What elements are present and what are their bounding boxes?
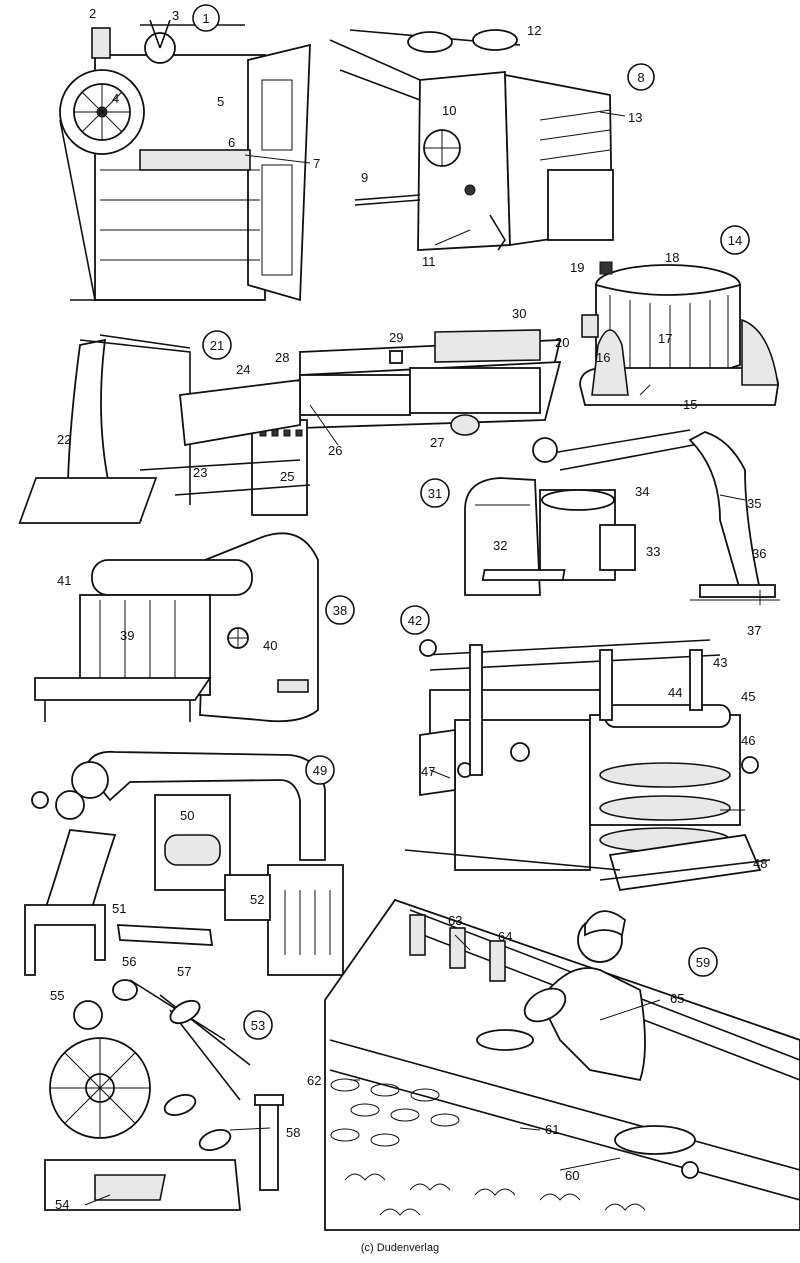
part-label-3: 3	[172, 8, 179, 23]
machine-number-1: 1	[192, 4, 220, 32]
machine-number-14: 14	[720, 225, 750, 255]
machine-number-38-text: 38	[333, 603, 347, 618]
part-label-25: 25	[280, 469, 294, 484]
part-label-58: 58	[286, 1125, 300, 1140]
part-label-2: 2	[89, 6, 96, 21]
machine-14-drawing	[579, 261, 779, 406]
part-label-51: 51	[112, 901, 126, 916]
part-label-64: 64	[498, 929, 512, 944]
part-label-36: 36	[752, 546, 766, 561]
part-label-4: 4	[112, 91, 119, 106]
machine-38-drawing	[34, 532, 319, 723]
machine-21-drawing	[18, 329, 562, 524]
part-label-12: 12	[527, 23, 541, 38]
part-label-61: 61	[545, 1122, 559, 1137]
machine-number-42: 42	[400, 605, 430, 635]
machine-number-21: 21	[202, 330, 232, 360]
part-label-26: 26	[328, 443, 342, 458]
part-label-9: 9	[361, 170, 368, 185]
part-label-48: 48	[753, 856, 767, 871]
part-label-65: 65	[670, 991, 684, 1006]
part-label-30: 30	[512, 306, 526, 321]
machine-42-drawing	[404, 639, 771, 892]
machine-8-drawing	[329, 29, 614, 251]
machine-number-53: 53	[243, 1010, 273, 1040]
machine-number-53-text: 53	[251, 1018, 265, 1033]
machine-number-31-text: 31	[428, 486, 442, 501]
part-label-40: 40	[263, 638, 277, 653]
machine-number-59-text: 59	[696, 955, 710, 970]
part-label-34: 34	[635, 484, 649, 499]
part-label-37: 37	[747, 623, 761, 638]
part-label-10: 10	[442, 103, 456, 118]
leader-lines	[84, 111, 761, 1206]
part-label-54: 54	[55, 1197, 69, 1212]
part-label-23: 23	[193, 465, 207, 480]
part-label-20: 20	[555, 335, 569, 350]
part-label-44: 44	[668, 685, 682, 700]
machine-number-31: 31	[420, 478, 450, 508]
part-label-43: 43	[713, 655, 727, 670]
machine-number-42-text: 42	[408, 613, 422, 628]
part-label-11: 11	[422, 254, 436, 269]
part-label-63: 63	[448, 913, 462, 928]
machine-31-drawing	[464, 429, 780, 601]
machine-number-1-text: 1	[202, 11, 209, 26]
part-label-18: 18	[665, 250, 679, 265]
part-label-35-machine-31: 35	[747, 496, 761, 511]
machine-number-21-text: 21	[210, 338, 224, 353]
part-label-7: 7	[313, 156, 320, 171]
copyright-credit: (c) Dudenverlag	[360, 1242, 440, 1254]
machine-number-38: 38	[325, 595, 355, 625]
part-label-55: 55	[50, 988, 64, 1003]
part-label-29: 29	[389, 330, 403, 345]
machine-number-59: 59	[688, 947, 718, 977]
part-label-57: 57	[177, 964, 191, 979]
part-label-13: 13	[628, 110, 642, 125]
machine-53-drawing	[44, 979, 284, 1211]
part-label-15: 15	[683, 397, 697, 412]
machine-number-14-text: 14	[728, 233, 742, 248]
part-label-46-upper: 46	[741, 733, 755, 748]
machine-number-8-text: 8	[637, 70, 644, 85]
part-label-32: 32	[493, 538, 507, 553]
part-label-24: 24	[236, 362, 250, 377]
part-label-6: 6	[228, 135, 235, 150]
machine-1-drawing	[59, 19, 311, 302]
part-label-60: 60	[565, 1168, 579, 1183]
machine-59-drawing	[324, 898, 800, 1231]
part-label-41: 41	[57, 573, 71, 588]
machine-number-8: 8	[627, 63, 655, 91]
part-label-33: 33	[646, 544, 660, 559]
part-label-56: 56	[122, 954, 136, 969]
machine-49-drawing	[24, 750, 344, 976]
part-label-47: 47	[421, 764, 435, 779]
machine-number-49: 49	[305, 755, 335, 785]
part-label-22: 22	[57, 432, 71, 447]
part-label-45: 45	[741, 689, 755, 704]
part-label-5: 5	[217, 94, 224, 109]
part-labels: 2 3 4 5 6 7 9 10 11 12 13 15 16 17 18 19…	[50, 6, 767, 1212]
part-label-39: 39	[120, 628, 134, 643]
part-label-17: 17	[658, 331, 672, 346]
part-label-62: 62	[307, 1073, 321, 1088]
machine-number-49-text: 49	[313, 763, 327, 778]
part-label-16: 16	[596, 350, 610, 365]
part-label-27: 27	[430, 435, 444, 450]
part-label-28: 28	[275, 350, 289, 365]
part-label-52: 52	[250, 892, 264, 907]
part-label-19: 19	[570, 260, 584, 275]
part-label-50: 50	[180, 808, 194, 823]
